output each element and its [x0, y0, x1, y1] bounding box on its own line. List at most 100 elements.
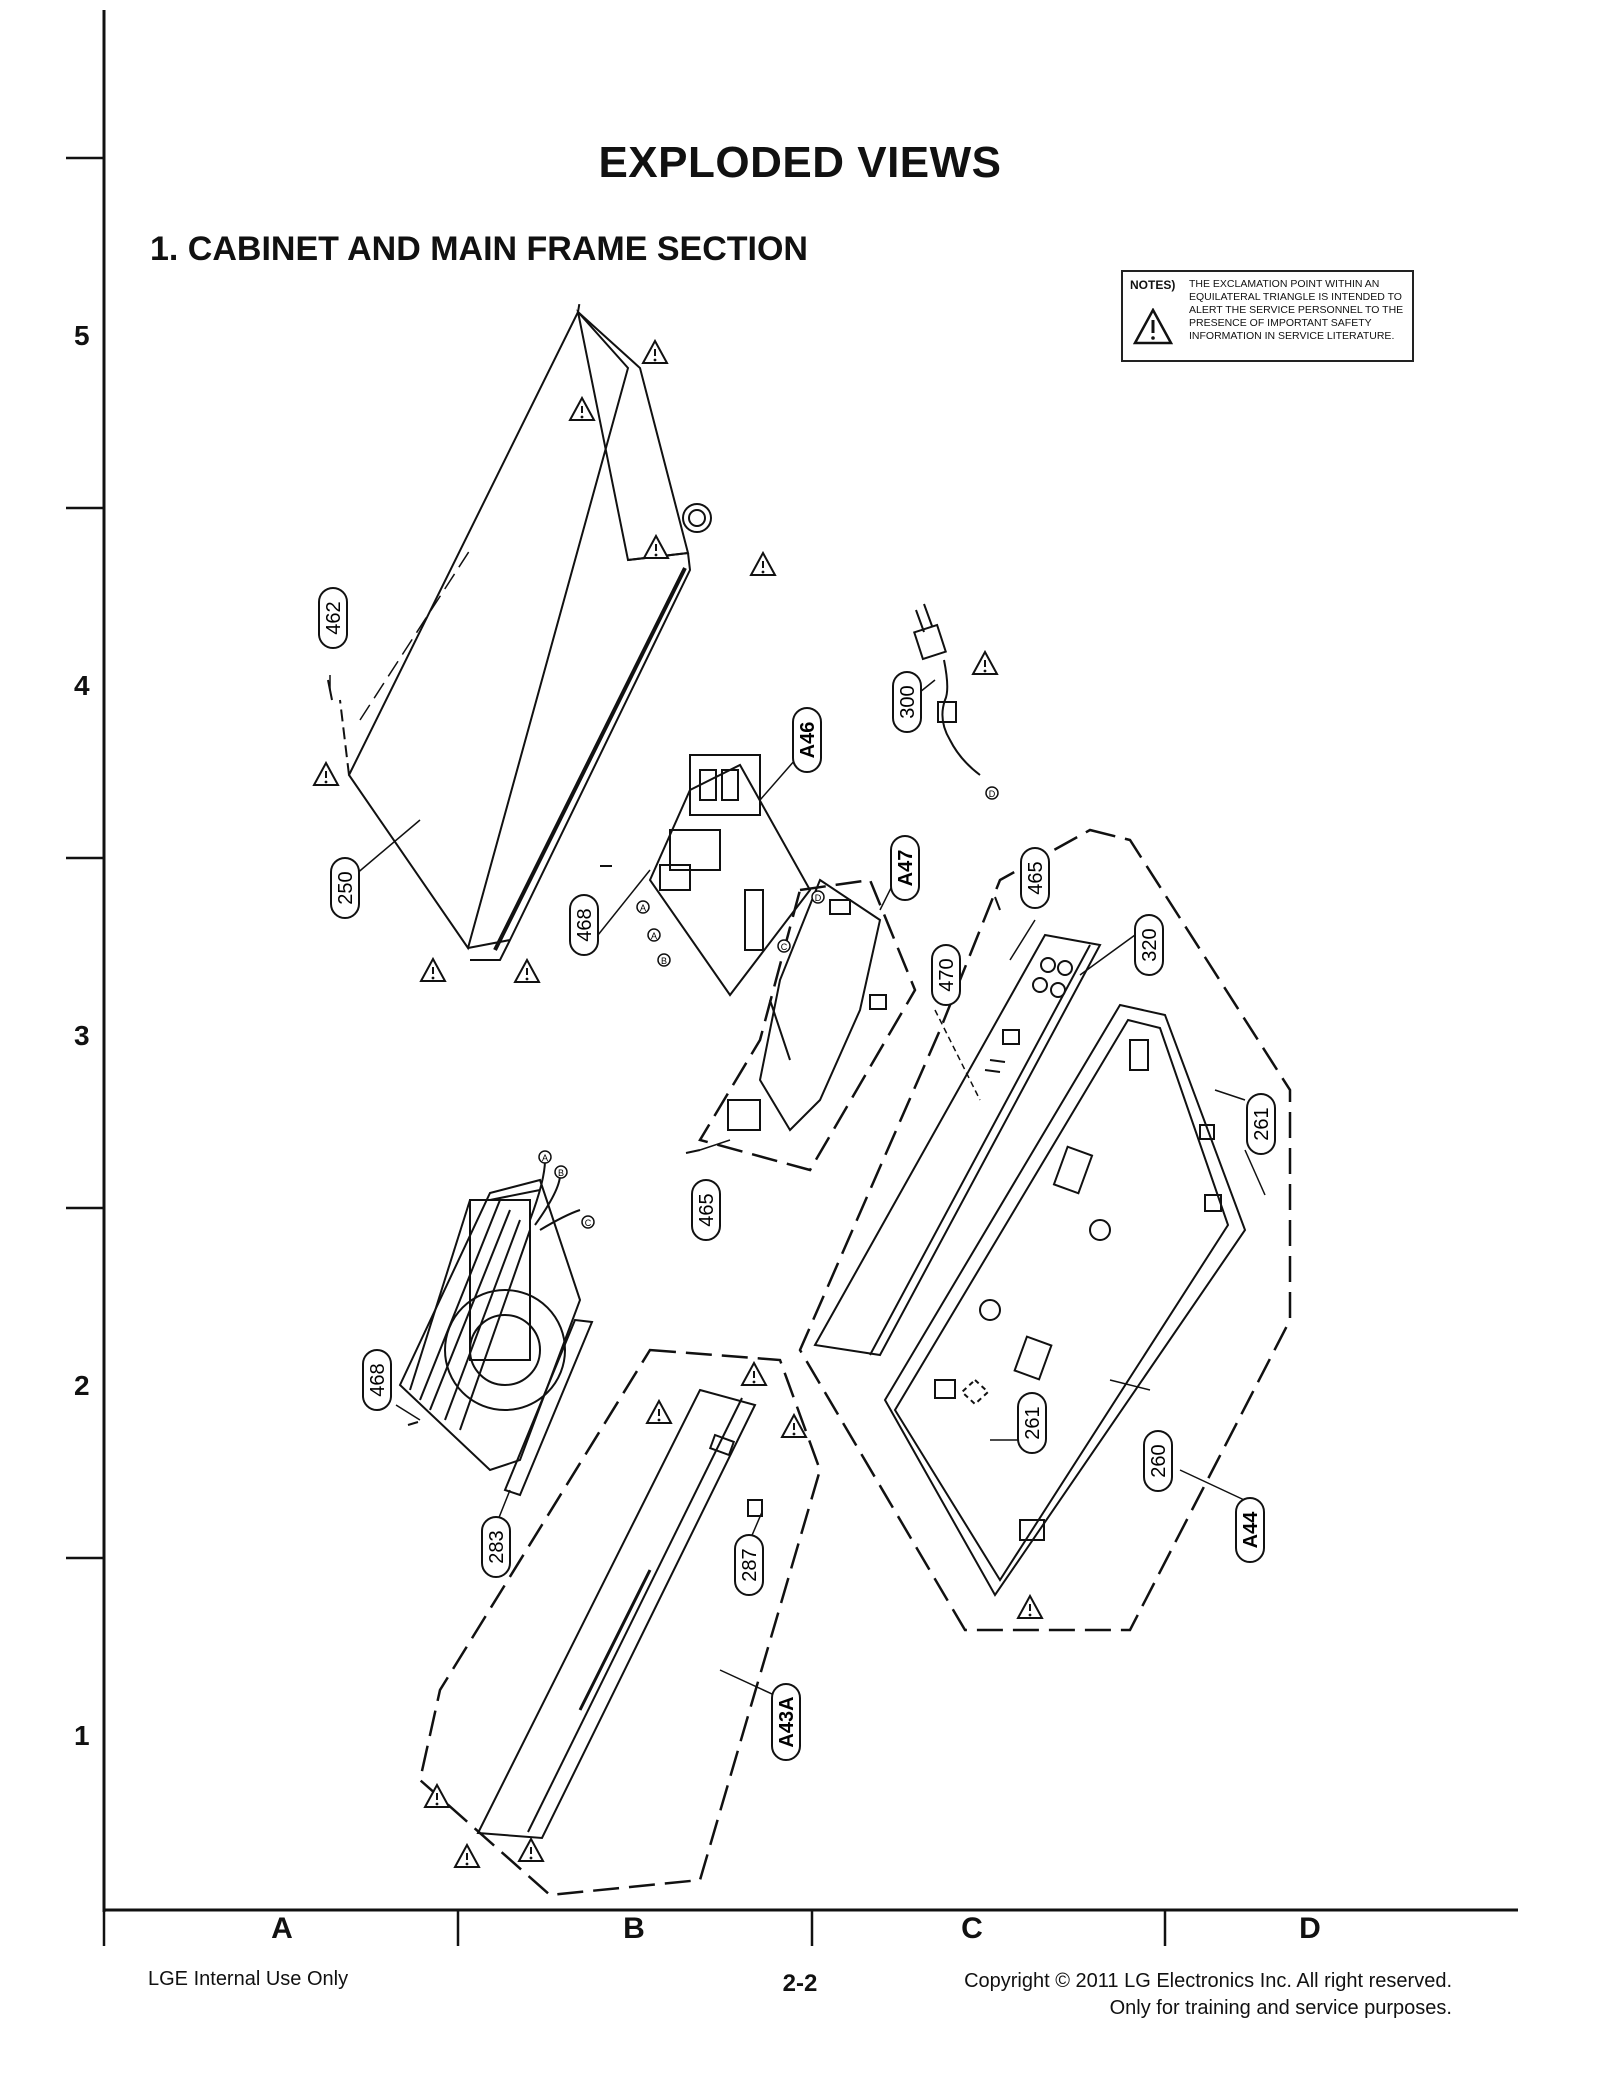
svg-text:320: 320	[1139, 928, 1161, 961]
connector-a-loader: A	[538, 1150, 552, 1164]
column-label-c: C	[961, 1912, 983, 1945]
page-title: EXPLODED VIEWS	[598, 138, 1002, 187]
callout-320: 320	[1134, 914, 1164, 976]
top-cover-250	[339, 299, 712, 961]
screws	[327, 679, 1001, 1426]
section-title: 1. CABINET AND MAIN FRAME SECTION	[150, 230, 808, 268]
callout-a47: A47	[890, 835, 920, 901]
rear-bar-320	[813, 933, 1102, 1357]
svg-text:465: 465	[696, 1193, 718, 1226]
svg-text:D: D	[815, 893, 822, 903]
column-label-b: B	[623, 1912, 645, 1945]
front-panel-a43a	[476, 1388, 763, 1840]
svg-text:468: 468	[367, 1363, 389, 1396]
svg-text:261: 261	[1251, 1107, 1273, 1140]
row-label-2: 2	[74, 1370, 90, 1401]
warning-triangle-icon	[518, 1838, 544, 1862]
svg-text:250: 250	[335, 871, 357, 904]
connector-d-cord: D	[989, 789, 996, 799]
callout-a43a: A43A	[771, 1683, 801, 1761]
svg-text:287: 287	[739, 1548, 761, 1581]
svg-text:283: 283	[486, 1530, 508, 1563]
connector-b-loader: B	[554, 1165, 568, 1179]
svg-text:D: D	[989, 789, 996, 799]
callout-470: 470	[931, 944, 961, 1006]
svg-text:A: A	[542, 1153, 548, 1163]
svg-text:A43A: A43A	[776, 1696, 798, 1747]
svg-text:260: 260	[1148, 1444, 1170, 1477]
connector-a-board-2: A	[647, 928, 661, 942]
warning-triangle-icon	[454, 1844, 480, 1868]
warning-triangle-icon	[750, 552, 776, 576]
svg-text:A46: A46	[797, 722, 819, 759]
callout-a46: A46	[792, 707, 822, 773]
svg-text:C: C	[585, 1218, 592, 1228]
column-label-d: D	[1299, 1912, 1321, 1945]
callout-287: 287	[734, 1534, 764, 1596]
column-label-a: A	[271, 1912, 293, 1945]
row-label-1: 1	[74, 1720, 90, 1751]
connector-b-board: B	[657, 953, 671, 967]
svg-text:A47: A47	[895, 850, 917, 887]
safety-notes-box: NOTES) THE EXCLAMATION POINT WITHIN AN E…	[1121, 270, 1414, 362]
main-chassis-260	[883, 1003, 1247, 1597]
callout-465-mid: 465	[691, 1179, 721, 1241]
notes-text: THE EXCLAMATION POINT WITHIN AN EQUILATE…	[1189, 278, 1404, 342]
warning-triangle-icon	[313, 762, 339, 786]
svg-text:470: 470	[936, 958, 958, 991]
connector-a-board: A	[636, 900, 650, 914]
svg-text:468: 468	[574, 908, 596, 941]
warning-triangle-icon	[741, 1362, 767, 1386]
callout-468-top: 468	[569, 894, 599, 956]
callout-261-bottom: 261	[1017, 1392, 1047, 1454]
callout-462: 462	[318, 587, 348, 649]
page-number: 2-2	[782, 1970, 818, 1997]
warning-triangle-icon	[514, 959, 540, 983]
row-label-4: 4	[74, 670, 90, 701]
a44-group-outline	[798, 828, 1292, 1632]
callout-300: 300	[892, 671, 922, 733]
row-label-5: 5	[74, 320, 90, 351]
warning-triangle-icon	[420, 958, 446, 982]
warning-triangle-icon	[643, 535, 669, 559]
callout-465-top: 465	[1020, 847, 1050, 909]
warning-triangle-icon	[569, 397, 595, 421]
svg-text:A: A	[640, 903, 646, 913]
board-a47	[727, 878, 887, 1132]
copyright-line-1: Copyright © 2011 LG Electronics Inc. All…	[964, 1970, 1452, 1992]
row-label-3: 3	[74, 1020, 90, 1051]
callout-a44: A44	[1235, 1497, 1265, 1563]
connector-c-loader: C	[581, 1215, 595, 1229]
board-a46	[648, 754, 812, 997]
copyright-line-2: Only for training and service purposes.	[1109, 1997, 1452, 2019]
connector-d-board: D	[811, 890, 825, 904]
a47-group-outline	[698, 878, 917, 1172]
callout-468-left: 468	[362, 1349, 392, 1411]
svg-text:B: B	[558, 1168, 564, 1178]
loader-mechanism	[398, 1159, 582, 1472]
a43a-group-outline	[418, 1348, 822, 1897]
warning-triangle-icon	[972, 651, 998, 675]
warning-triangle-icon	[642, 340, 668, 364]
warning-triangle-icon	[1133, 308, 1173, 345]
svg-text:462: 462	[323, 601, 345, 634]
callout-261-right: 261	[1246, 1093, 1276, 1155]
warning-triangle-icon	[646, 1400, 672, 1424]
svg-text:A: A	[651, 931, 657, 941]
svg-text:C: C	[781, 942, 788, 952]
power-cord-300	[913, 603, 981, 776]
callout-250: 250	[330, 857, 360, 919]
warning-triangle-icon	[1017, 1595, 1043, 1619]
notes-heading: NOTES)	[1130, 278, 1176, 292]
svg-text:465: 465	[1025, 861, 1047, 894]
svg-text:B: B	[661, 956, 667, 966]
callout-283: 283	[481, 1516, 511, 1578]
callout-260: 260	[1143, 1430, 1173, 1492]
window-strip-283	[503, 1318, 594, 1497]
svg-text:A44: A44	[1240, 1511, 1262, 1549]
svg-text:300: 300	[897, 685, 919, 718]
svg-text:261: 261	[1022, 1406, 1044, 1439]
connector-c-board: C	[777, 939, 791, 953]
